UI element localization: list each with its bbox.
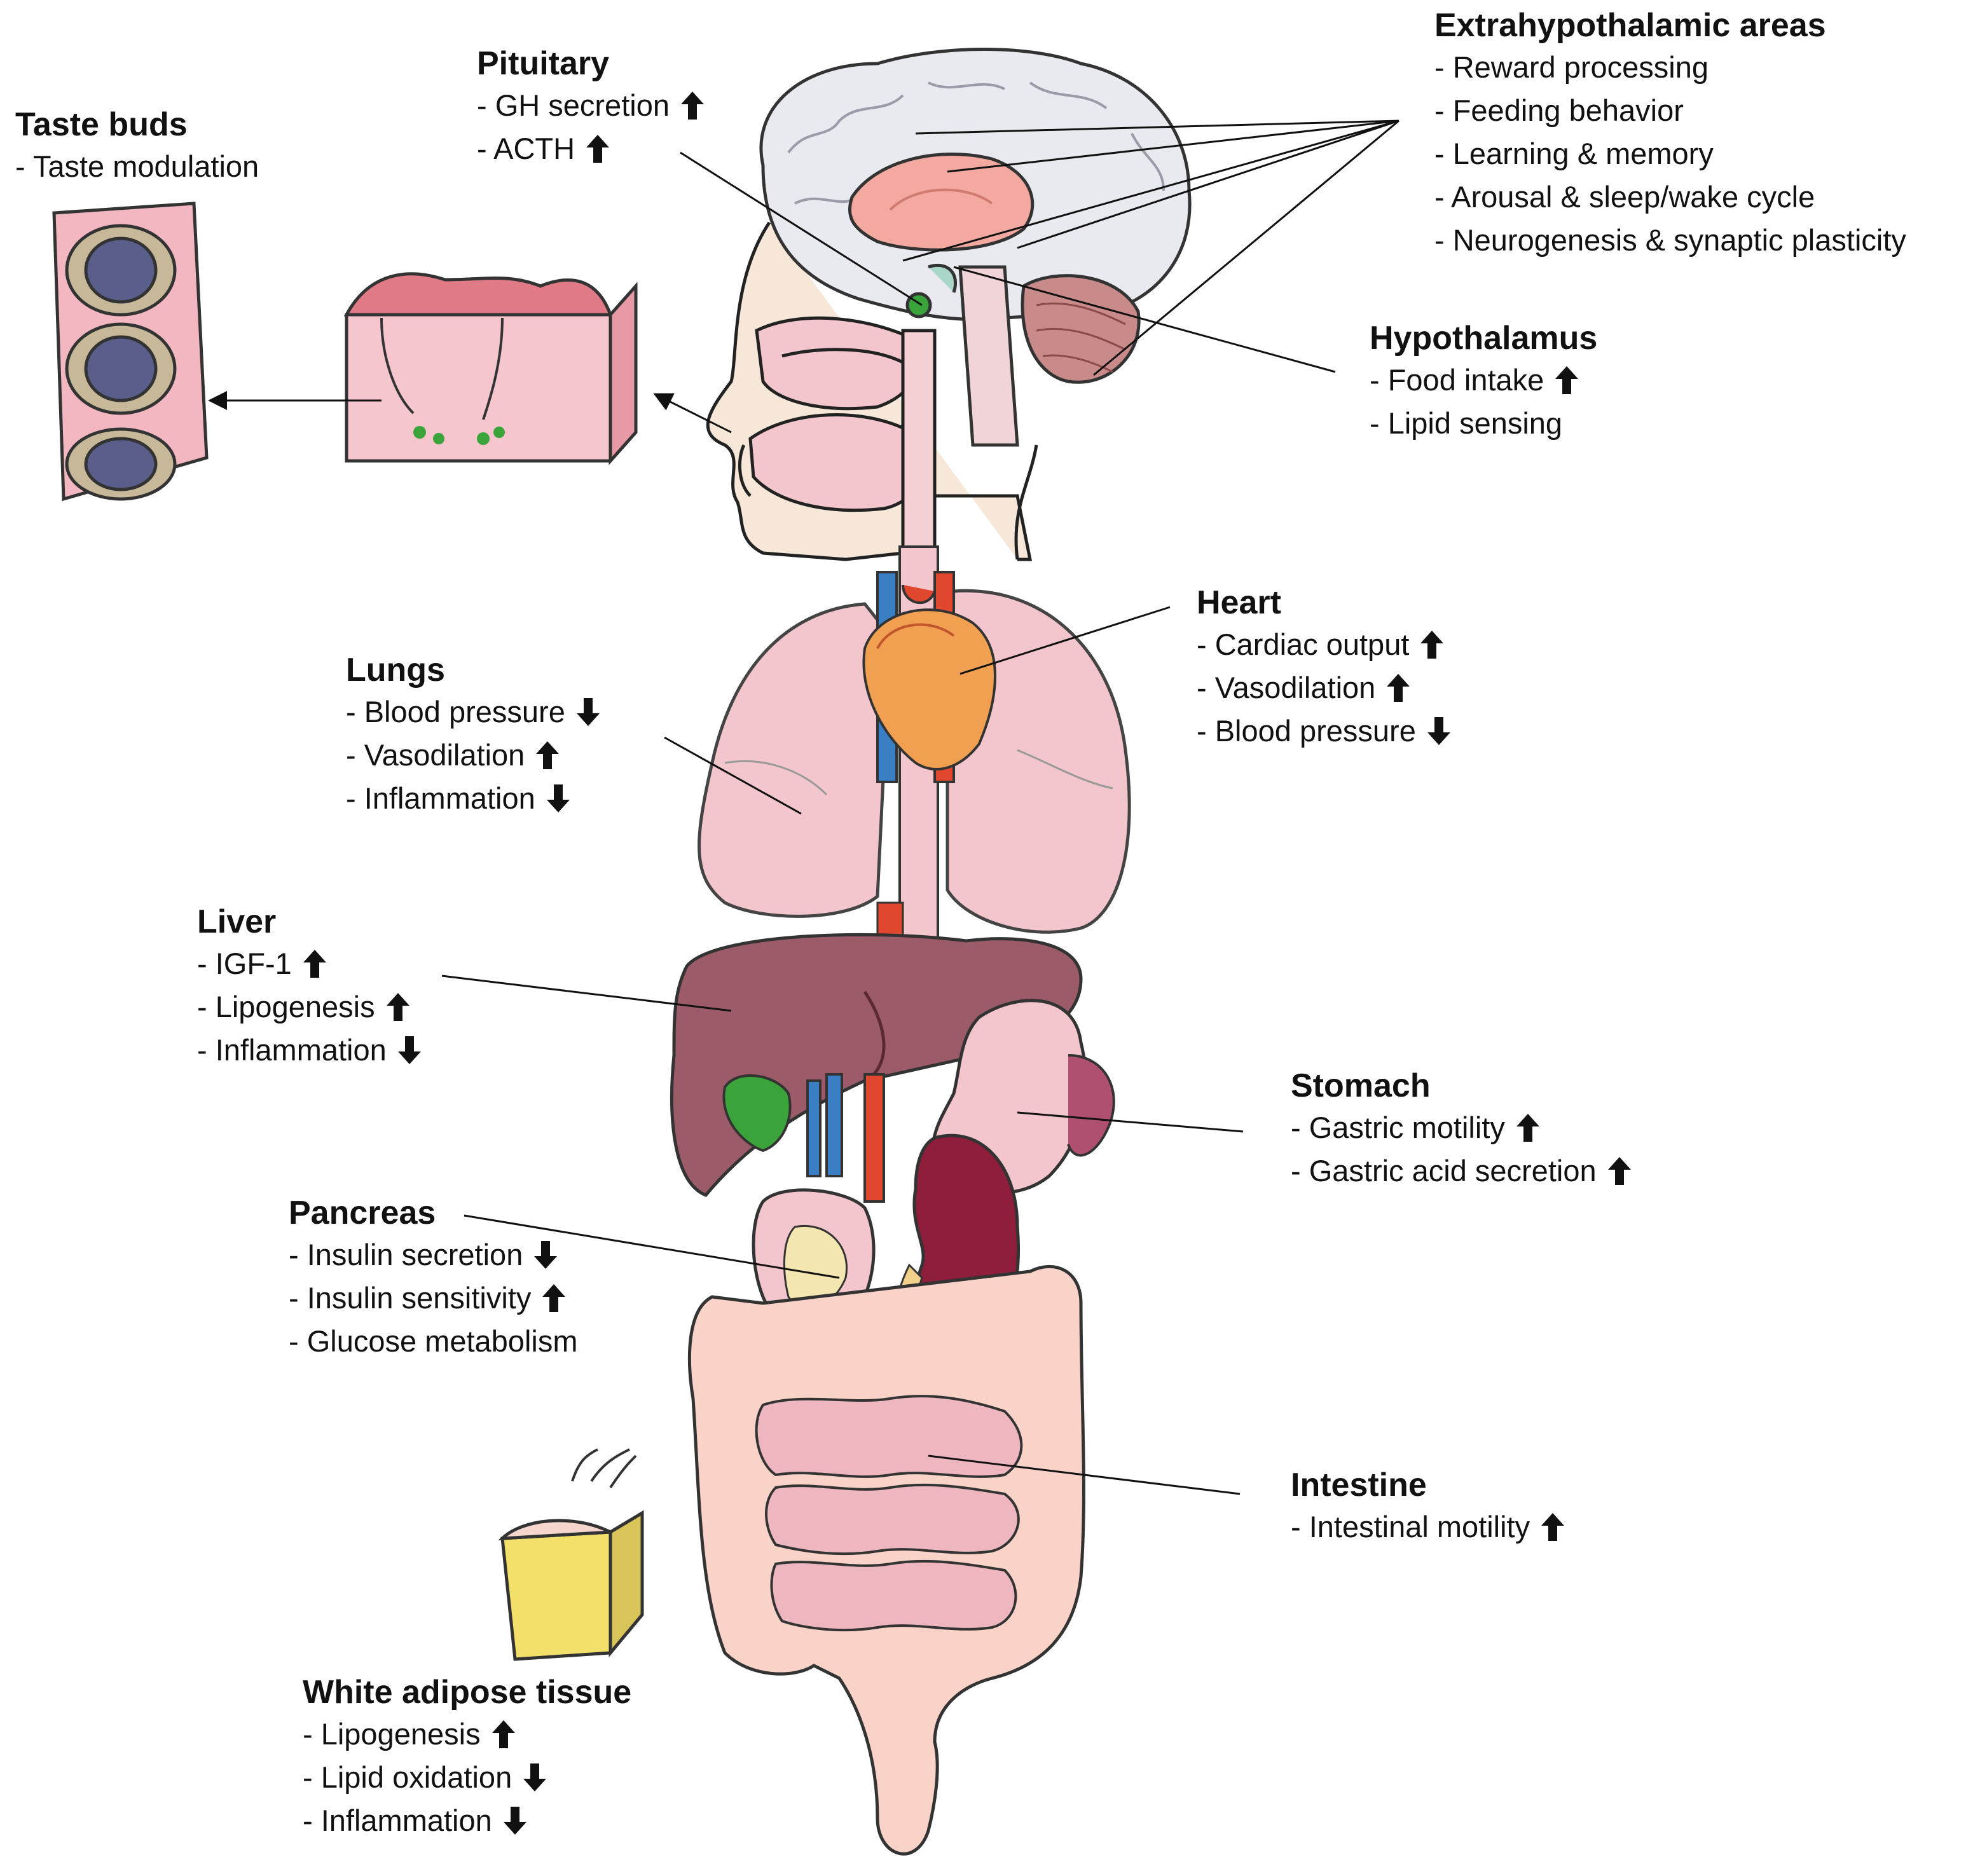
label-item: - Lipid oxidation: [303, 1756, 631, 1799]
label-item: - Lipid sensing: [1370, 406, 1563, 440]
arrow-down-icon: [1426, 716, 1452, 746]
label-lungs: Lungs - Blood pressure - Vasodilation - …: [346, 650, 601, 820]
label-pituitary: Pituitary - GH secretion - ACTH: [477, 43, 705, 170]
arrow-down-icon: [502, 1805, 528, 1836]
brain-illustration: [759, 48, 1192, 447]
label-item: - Blood pressure: [1197, 709, 1452, 753]
adipose-cube-illustration: [498, 1448, 644, 1661]
arrow-up-icon: [1515, 1113, 1541, 1143]
label-item: - Cardiac output: [1197, 623, 1452, 666]
arrow-up-icon: [1554, 365, 1579, 395]
label-item: - Vasodilation: [346, 734, 601, 777]
small-intestine-illustration: [755, 1395, 1023, 1632]
arrow-up-icon: [1607, 1156, 1632, 1186]
label-item: - Vasodilation: [1197, 666, 1452, 709]
label-stomach: Stomach - Gastric motility - Gastric aci…: [1291, 1065, 1632, 1193]
label-item: - Reward processing: [1434, 50, 1709, 84]
label-item: - Food intake: [1370, 359, 1597, 402]
heart-illustration: [862, 571, 996, 783]
label-item: - Lipogenesis: [303, 1713, 631, 1756]
taste-bud-illustration: [52, 202, 209, 502]
arrow-up-icon: [535, 740, 560, 770]
label-title: Extrahypothalamic areas: [1434, 7, 1826, 44]
label-item: - Arousal & sleep/wake cycle: [1434, 180, 1815, 214]
arrow-up-icon: [1385, 673, 1411, 703]
label-intestine: Intestine - Intestinal motility: [1291, 1465, 1565, 1549]
large-intestine-illustration: [687, 1264, 1085, 1856]
lungs-illustration: [698, 589, 1131, 934]
arrow-up-icon: [1419, 629, 1445, 660]
label-heart: Heart - Cardiac output - Vasodilation - …: [1197, 582, 1452, 753]
label-item: - ACTH: [477, 127, 705, 170]
label-item: - Inflammation: [303, 1799, 631, 1842]
tongue-papilla-illustration: [343, 272, 638, 465]
label-item: - GH secretion: [477, 84, 705, 127]
arrow-up-icon: [680, 90, 705, 121]
arrow-down-icon: [533, 1240, 558, 1270]
label-item: - Intestinal motility: [1291, 1505, 1565, 1549]
arrow-up-icon: [541, 1283, 567, 1313]
label-item: - Gastric motility: [1291, 1106, 1632, 1149]
arrow-down-icon: [546, 783, 571, 814]
gallbladder-illustration: [722, 1073, 885, 1203]
arrow-up-icon: [585, 134, 610, 164]
label-title: Lungs: [346, 652, 445, 688]
label-item: - IGF-1: [197, 942, 422, 985]
label-item: - Learning & memory: [1434, 137, 1714, 170]
label-title: Stomach: [1291, 1067, 1431, 1104]
label-item: - Feeding behavior: [1434, 93, 1684, 127]
label-title: Intestine: [1291, 1467, 1427, 1503]
label-taste-buds: Taste buds - Taste modulation: [15, 104, 259, 188]
label-item: - Gastric acid secretion: [1291, 1149, 1632, 1193]
arrow-up-icon: [302, 948, 327, 979]
label-item: - Inflammation: [346, 777, 601, 820]
label-title: Pancreas: [289, 1195, 436, 1231]
label-item: - Neurogenesis & synaptic plasticity: [1434, 223, 1906, 257]
arrow-up-icon: [491, 1719, 516, 1749]
arrow-down-icon: [575, 697, 601, 727]
label-white-adipose: White adipose tissue - Lipogenesis - Lip…: [303, 1672, 631, 1842]
label-item: - Glucose metabolism: [289, 1324, 578, 1358]
label-hypothalamus: Hypothalamus - Food intake - Lipid sensi…: [1370, 318, 1597, 445]
arrow-down-icon: [397, 1035, 422, 1065]
arrow-up-icon: [385, 992, 411, 1022]
label-pancreas: Pancreas - Insulin secretion - Insulin s…: [289, 1193, 578, 1363]
label-item: - Blood pressure: [346, 690, 601, 734]
label-item: - Taste modulation: [15, 149, 259, 183]
label-title: Hypothalamus: [1370, 320, 1598, 357]
label-liver: Liver - IGF-1 - Lipogenesis - Inflammati…: [197, 901, 422, 1072]
arrow-down-icon: [522, 1762, 547, 1793]
arrow-up-icon: [1540, 1512, 1565, 1542]
label-item: - Insulin sensitivity: [289, 1277, 578, 1320]
leader-lines: [208, 120, 1399, 1495]
label-item: - Inflammation: [197, 1029, 422, 1072]
label-item: - Lipogenesis: [197, 985, 422, 1029]
label-title: Taste buds: [15, 106, 188, 143]
label-title: Heart: [1197, 584, 1281, 621]
label-title: Liver: [197, 903, 277, 940]
label-title: White adipose tissue: [303, 1674, 632, 1711]
label-item: - Insulin secretion: [289, 1233, 578, 1277]
label-title: Pituitary: [477, 45, 610, 82]
label-extrahypothalamic: Extrahypothalamic areas - Reward process…: [1434, 5, 1906, 262]
